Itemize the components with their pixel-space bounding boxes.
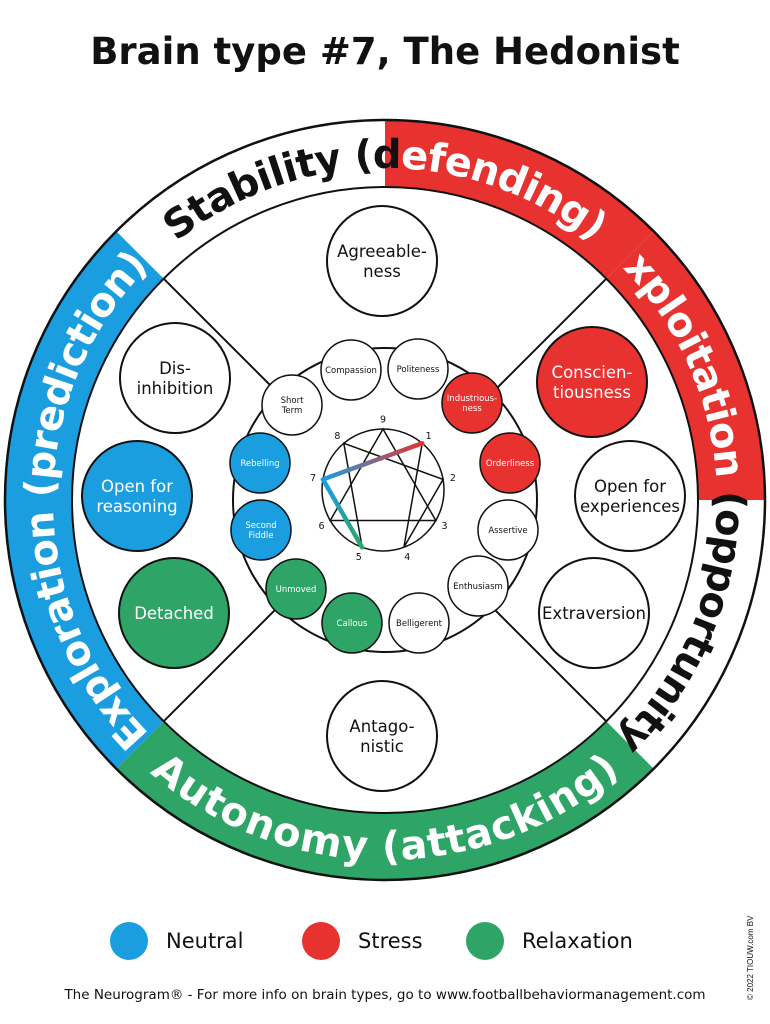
trait-label-conscientiousness: Conscien-tiousness [552, 363, 633, 402]
facet-assertive [477, 499, 539, 561]
quadrant-divider-2 [491, 277, 608, 394]
trait-conscientiousness [536, 326, 648, 438]
legend-relaxation-swatch [466, 922, 504, 960]
ring-segment-autonomy [116, 721, 654, 880]
trait-extraversion [538, 557, 650, 669]
trait-label-antagonistic: Antago-nistic [349, 717, 414, 756]
ring-segment-exploration [4, 231, 164, 769]
legend-item-relaxation: Relaxation [466, 921, 633, 961]
legend-neutral-swatch [110, 922, 148, 960]
enneagram-number-6: 6 [318, 521, 324, 532]
page-title: Brain type #7, The Hedonist [90, 30, 680, 73]
enneagram-number-3: 3 [441, 521, 447, 532]
quadrant-dividers [162, 277, 608, 723]
enneagram-number-9: 9 [380, 415, 386, 426]
ring-segment-exploitation [606, 231, 765, 500]
legend-item-neutral: Neutral [110, 921, 244, 961]
enneagram-triangle [328, 427, 438, 522]
facet-label-unmoved: Unmoved [276, 585, 317, 595]
facet-label-enthusiasm: Enthusiasm [453, 582, 503, 592]
enneagram-path-1-7 [320, 441, 425, 482]
facet-industriousness [441, 372, 503, 434]
enneagram-number-2: 2 [450, 473, 456, 484]
facet-compassion [320, 339, 382, 401]
quadrant-divider-3 [491, 606, 608, 723]
legend-neutral-label: Neutral [166, 929, 244, 953]
facet-politeness [387, 338, 449, 400]
facet-short-term [261, 374, 323, 436]
footer-text: The Neurogram® - For more info on brain … [64, 987, 706, 1003]
facet-label-politeness: Politeness [397, 365, 440, 375]
ring-segment-stability [116, 119, 385, 279]
ring-segment-opportunity [606, 500, 765, 769]
ring-inner-edge [71, 186, 699, 814]
facet-label-assertive: Assertive [488, 526, 527, 536]
facet-orderliness [479, 432, 541, 494]
trait-label-extraversion: Extraversion [542, 604, 646, 623]
facet-rebelling [229, 432, 291, 494]
copyright-notice: © 2022 TIOUW.com BV [746, 915, 755, 1000]
legend-stress-swatch [302, 922, 340, 960]
facet-label-callous: Callous [337, 619, 368, 629]
ring-segment-defending [385, 120, 654, 279]
facet-second-fiddle [230, 499, 292, 561]
quadrant-divider-1 [162, 277, 279, 394]
trait-agreeableness [326, 205, 438, 317]
facet-label-belligerent: Belligerent [396, 619, 443, 629]
facet-unmoved [265, 558, 327, 620]
facet-label-orderliness: Orderliness [486, 459, 535, 469]
enneagram-path-7-5 [320, 477, 365, 550]
enneagram-number-7: 7 [310, 473, 316, 484]
trait-detached [118, 557, 230, 669]
facet-belligerent [388, 592, 450, 654]
trait-disinhibition [119, 322, 231, 434]
enneagram-number-1: 1 [426, 431, 432, 442]
trait-open-for-experiences [574, 440, 686, 552]
enneagram-number-4: 4 [404, 552, 410, 563]
quadrant-divider-4 [162, 606, 279, 723]
facet-label-industriousness: Industrious-ness [447, 394, 497, 414]
facet-enthusiasm [447, 555, 509, 617]
trait-antagonistic [326, 680, 438, 792]
trait-open-for-reasoning [81, 440, 193, 552]
ring-outer-edge [3, 118, 767, 882]
enneagram-number-5: 5 [356, 552, 362, 563]
trait-label-disinhibition: Dis-inhibition [137, 359, 214, 398]
facet-label-compassion: Compassion [325, 366, 377, 376]
facet-label-rebelling: Rebelling [240, 459, 279, 469]
legend-stress-label: Stress [358, 929, 423, 953]
facet-callous [321, 592, 383, 654]
legend-relaxation-label: Relaxation [522, 929, 633, 953]
enneagram: 9 1 2 3 4 5 6 7 8 [310, 415, 456, 564]
legend-item-stress: Stress [302, 921, 423, 961]
enneagram-number-8: 8 [334, 431, 340, 442]
trait-label-agreeableness: Agreeable-ness [337, 242, 427, 281]
trait-label-detached: Detached [134, 604, 214, 623]
